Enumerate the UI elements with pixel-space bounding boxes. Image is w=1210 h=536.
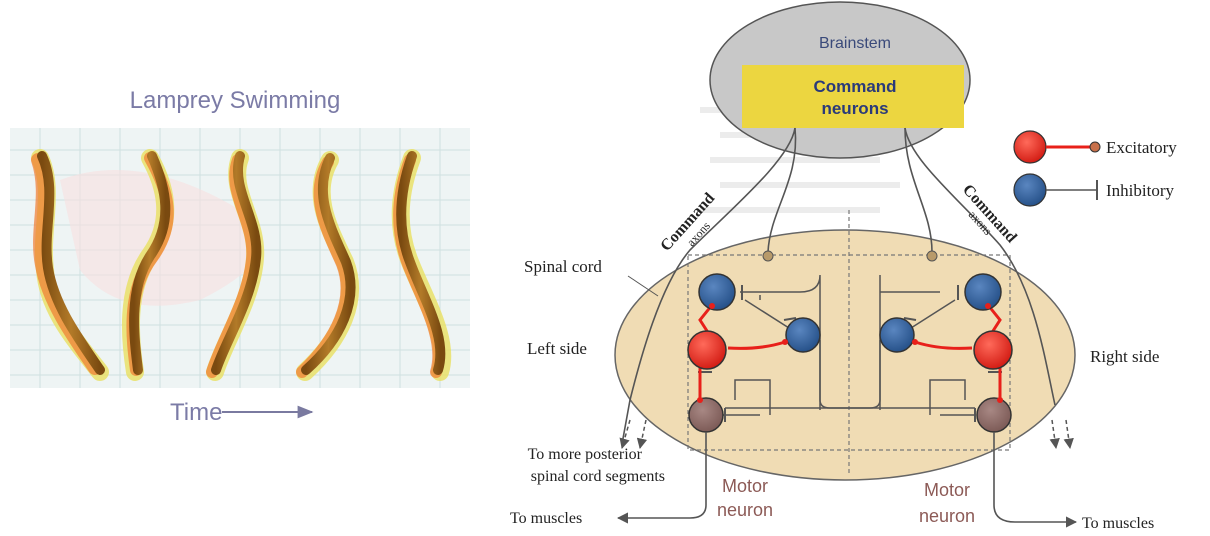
motor-neuron-right-label-1: Motor xyxy=(924,480,970,500)
excitatory-neuron-left xyxy=(688,331,726,369)
inhibitory-neuron-right-lower xyxy=(880,318,914,352)
excitatory-terminal xyxy=(709,303,715,309)
circuit-panel: Brainstem Command neurons xyxy=(510,2,1159,532)
lamprey-panel: Lamprey Swimming xyxy=(10,87,470,426)
motor-axon-right xyxy=(994,432,1076,522)
inhibitory-neuron-left-lower xyxy=(786,318,820,352)
brainstem-label: Brainstem xyxy=(819,35,891,52)
right-side-label: Right side xyxy=(1090,347,1159,366)
excitatory-swatch xyxy=(1014,131,1046,163)
time-label: Time xyxy=(170,399,222,426)
motor-neuron-left-label-1: Motor xyxy=(722,476,768,496)
command-axons-left-label-1: Command xyxy=(657,190,718,255)
to-muscles-right-label: To muscles xyxy=(1082,515,1154,532)
excitatory-terminal xyxy=(912,339,918,345)
motor-neuron-right-label-2: neuron xyxy=(919,506,975,526)
motor-neuron-left-label-2: neuron xyxy=(717,500,773,520)
command-neurons-label-1: Command xyxy=(813,77,896,96)
excitatory-terminal xyxy=(997,397,1003,403)
lamprey-title: Lamprey Swimming xyxy=(130,87,341,114)
excitatory-neuron-right xyxy=(974,331,1012,369)
excitatory-terminal xyxy=(985,303,991,309)
posterior-label-2: spinal cord segments xyxy=(531,468,665,485)
posterior-arrow-left-2 xyxy=(640,420,646,448)
posterior-label-1: To more posterior xyxy=(528,446,643,463)
legend-excitatory: Excitatory xyxy=(1014,131,1177,163)
command-synapse-right xyxy=(927,251,937,261)
legend-inhibitory-label: Inhibitory xyxy=(1106,181,1174,200)
inhibitory-swatch xyxy=(1014,174,1046,206)
motor-neuron-right xyxy=(977,398,1011,432)
legend: Excitatory Inhibitory xyxy=(1014,131,1177,206)
legend-excitatory-label: Excitatory xyxy=(1106,138,1177,157)
command-synapse-left xyxy=(763,251,773,261)
to-muscles-left-label: To muscles xyxy=(510,510,582,527)
posterior-arrow-right-2 xyxy=(1066,420,1070,448)
spinal-cord-label: Spinal cord xyxy=(524,257,602,276)
inhibitory-neuron-left-upper xyxy=(699,274,735,310)
left-side-label: Left side xyxy=(527,339,587,358)
posterior-arrow-right-1 xyxy=(1052,420,1056,448)
motor-neuron-left xyxy=(689,398,723,432)
excitatory-terminal-sample xyxy=(1090,142,1100,152)
legend-inhibitory: Inhibitory xyxy=(1014,174,1174,206)
command-neurons-box xyxy=(742,65,964,128)
command-neurons-label-2: neurons xyxy=(821,99,888,118)
excitatory-terminal xyxy=(782,339,788,345)
inhibitory-neuron-right-upper xyxy=(965,274,1001,310)
excitatory-terminal xyxy=(697,397,703,403)
